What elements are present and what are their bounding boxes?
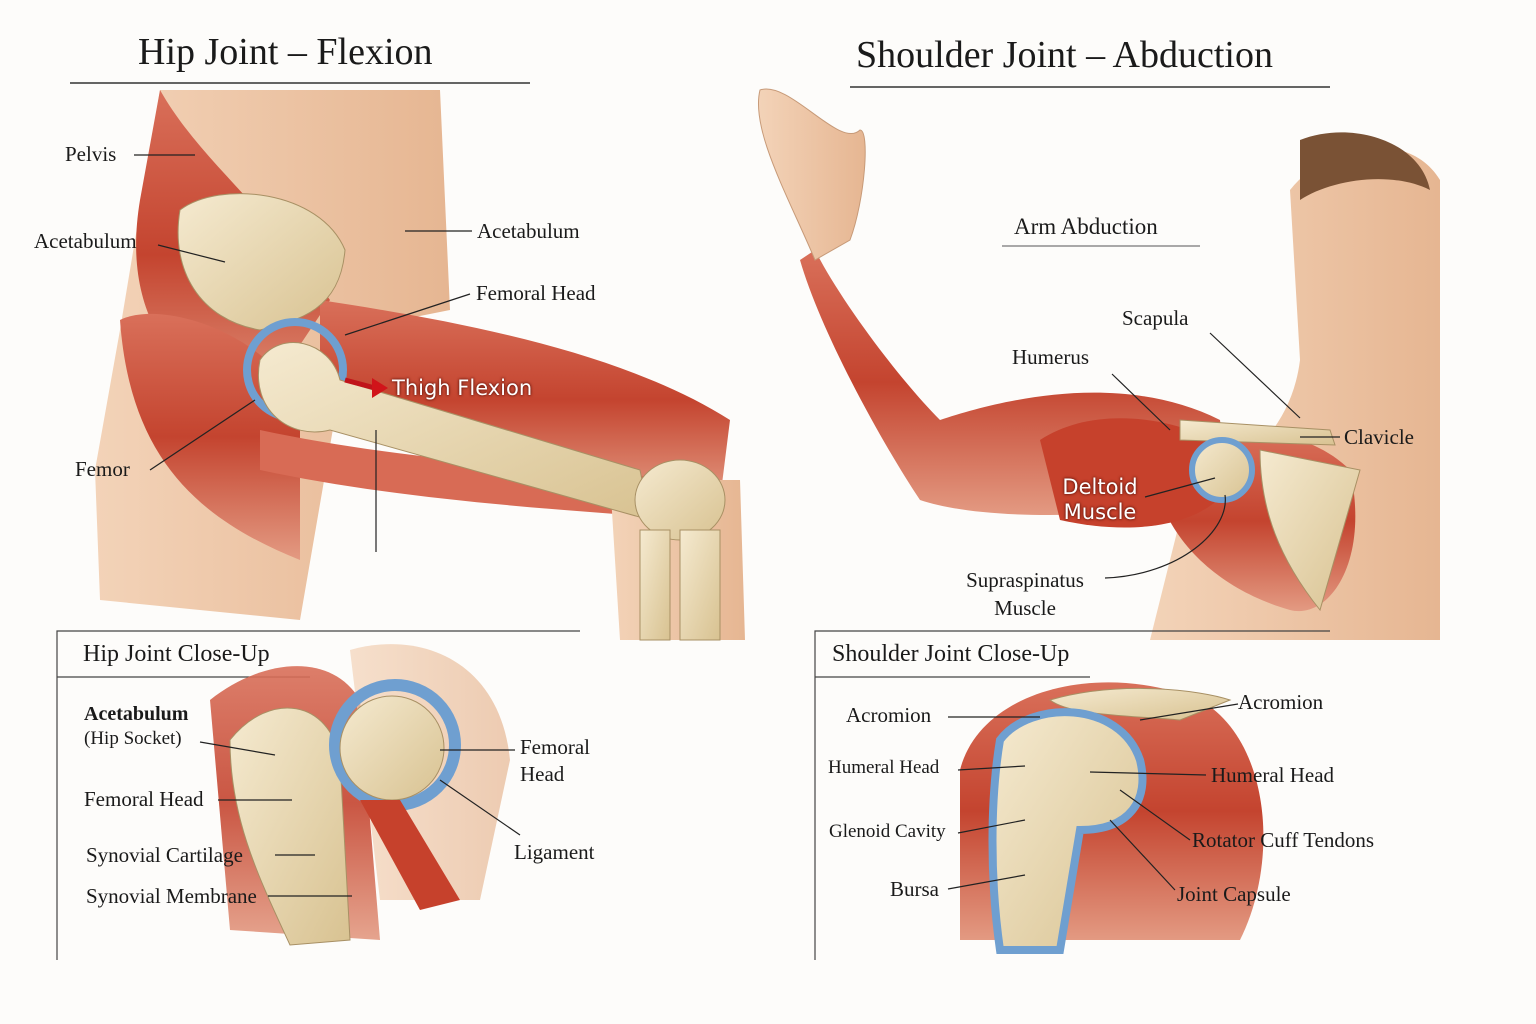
label-hip-socket: (Hip Socket)	[84, 728, 182, 749]
hip-closeup-title: Hip Joint Close-Up	[83, 641, 270, 667]
label-synovial-cartilage: Synovial Cartilage	[86, 843, 243, 867]
label-femoral-line2: Head	[520, 762, 565, 786]
label-deltoid-line2: Muscle	[1063, 500, 1137, 524]
shoulder-closeup-title: Shoulder Joint Close-Up	[832, 641, 1070, 667]
shoulder-title: Shoulder Joint – Abduction	[856, 34, 1273, 76]
label-acetabulum-right: Acetabulum	[477, 219, 580, 243]
label-supraspinatus-muscle: Supraspinatus Muscle	[940, 566, 1110, 622]
label-humerus: Humerus	[1012, 345, 1089, 369]
label-supraspinatus-line2: Muscle	[994, 596, 1056, 620]
hip-title: Hip Joint – Flexion	[138, 31, 433, 73]
hip-flexion-illustration	[95, 90, 745, 641]
label-ligament: Ligament	[514, 840, 595, 864]
label-closeup-femoral-head-right: Femoral Head	[520, 734, 590, 788]
label-acromion-right: Acromion	[1238, 690, 1324, 714]
label-scapula: Scapula	[1122, 306, 1189, 330]
label-clavicle: Clavicle	[1344, 425, 1414, 449]
label-acetabulum-left: Acetabulum	[34, 229, 137, 253]
label-deltoid-muscle: Deltoid Muscle	[1050, 475, 1150, 525]
label-thigh-flexion: Thigh Flexion	[392, 376, 533, 400]
label-bursa: Bursa	[890, 877, 939, 901]
label-femoral-head: Femoral Head	[476, 281, 596, 305]
shoulder-closeup-illustration	[960, 682, 1264, 954]
label-synovial-membrane: Synovial Membrane	[86, 884, 257, 908]
label-glenoid-cavity: Glenoid Cavity	[829, 821, 946, 842]
label-pelvis: Pelvis	[65, 142, 117, 166]
label-femoral-line1: Femoral	[520, 735, 590, 759]
label-closeup-femoral-head-left: Femoral Head	[84, 787, 204, 811]
label-humeral-head-right: Humeral Head	[1211, 763, 1335, 787]
label-acromion-left: Acromion	[846, 703, 932, 727]
label-joint-capsule: Joint Capsule	[1177, 882, 1291, 906]
label-humeral-head-left: Humeral Head	[828, 757, 940, 778]
shoulder-abduction-illustration	[758, 88, 1440, 641]
label-supraspinatus-line1: Supraspinatus	[966, 568, 1084, 592]
label-closeup-acetabulum: Acetabulum	[84, 703, 189, 725]
label-deltoid-line1: Deltoid	[1062, 475, 1138, 499]
label-rotator-cuff-tendons: Rotator Cuff Tendons	[1192, 828, 1375, 852]
label-arm-abduction: Arm Abduction	[1014, 214, 1158, 239]
hip-closeup-illustration	[210, 644, 510, 946]
label-femur: Femor	[75, 457, 130, 481]
